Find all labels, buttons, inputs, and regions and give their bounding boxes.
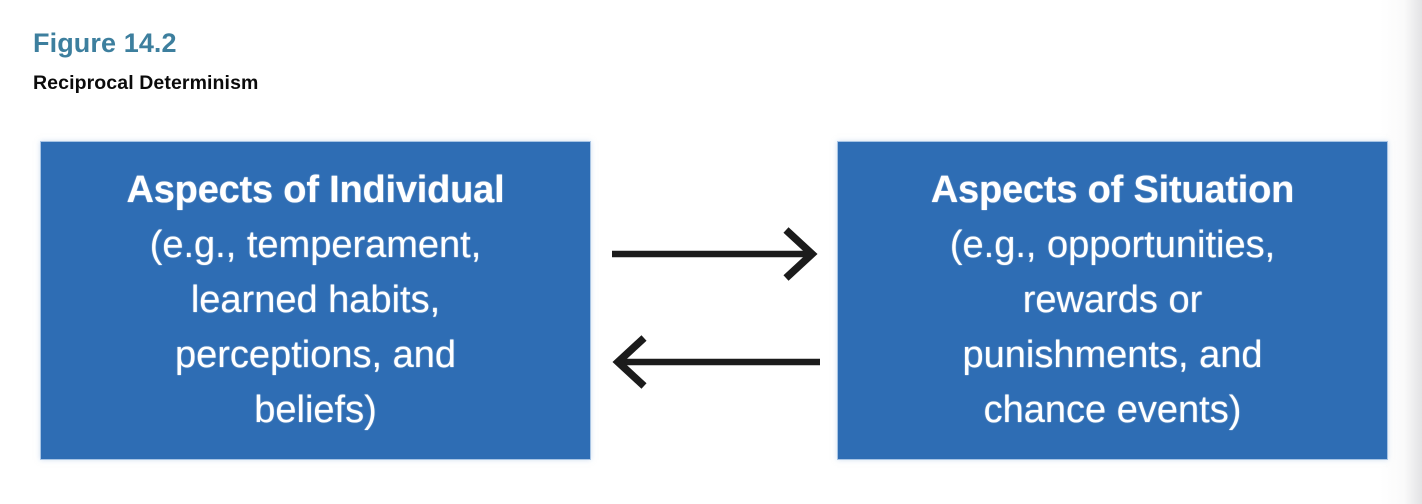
figure-caption: Figure 14.2 Reciprocal Determinism <box>33 26 833 95</box>
concept-box-individual: Aspects of Individual (e.g., temperament… <box>41 142 590 459</box>
box-individual-line-1: (e.g., temperament, <box>149 224 482 266</box>
box-situation-line-1: (e.g., opportunities, <box>949 224 1276 266</box>
figure-number: Figure 14.2 <box>33 28 177 58</box>
box-situation-line-4: chance events) <box>983 389 1242 431</box>
box-individual-line-4: beliefs) <box>254 389 377 431</box>
box-situation-line-3: punishments, and <box>962 334 1263 376</box>
arrow-left-icon <box>612 335 820 389</box>
box-situation-line-2: rewards or <box>1022 279 1203 321</box>
box-individual-heading: Aspects of Individual <box>126 169 505 211</box>
box-situation-heading: Aspects of Situation <box>930 169 1295 211</box>
arrow-right-icon <box>612 227 818 281</box>
figure-title: Reciprocal Determinism <box>33 72 259 94</box>
box-individual-line-2: learned habits, <box>190 279 441 321</box>
box-individual-line-3: perceptions, and <box>175 334 456 376</box>
concept-box-situation: Aspects of Situation (e.g., opportunitie… <box>838 142 1387 459</box>
